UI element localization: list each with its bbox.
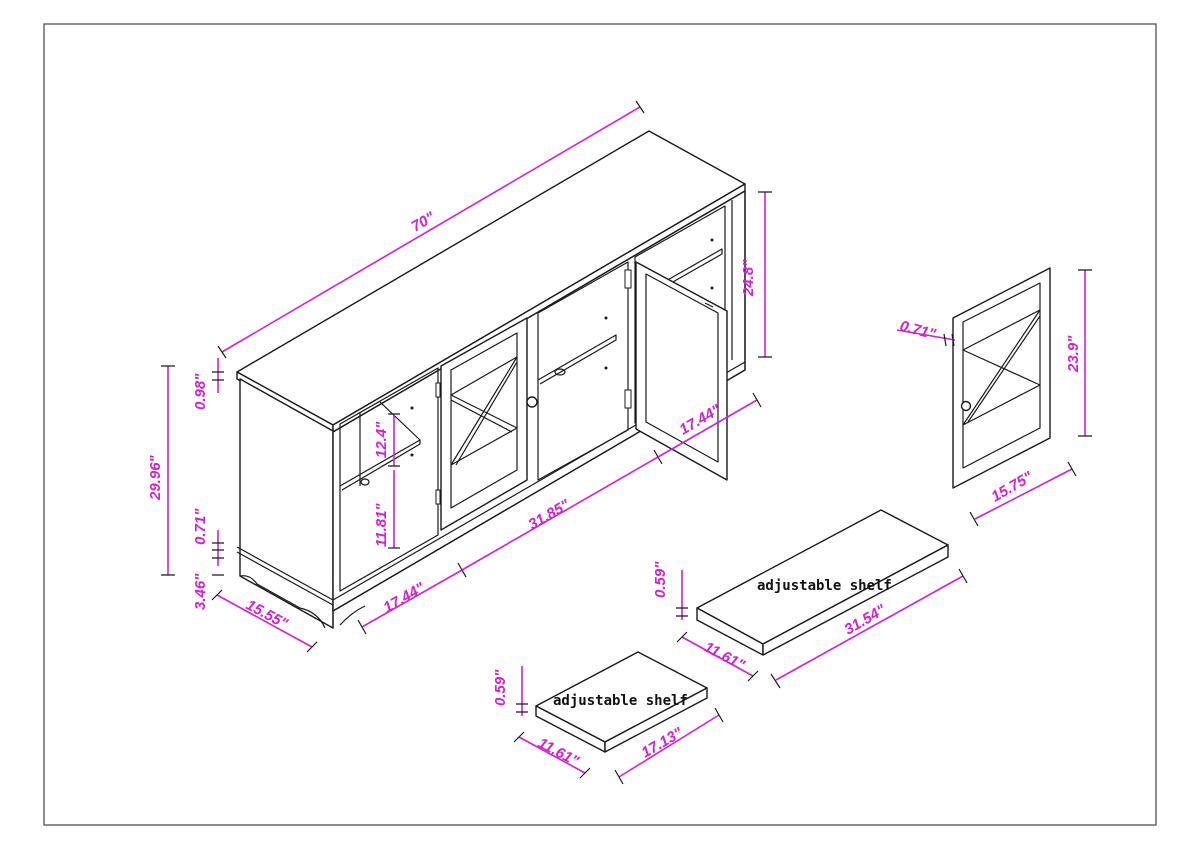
dimension-lines — [161, 100, 1092, 785]
label-upper-opening: 12.4" — [373, 421, 390, 458]
shelf-small-drawing — [535, 651, 708, 753]
label-base-height: 3.46" — [192, 573, 209, 610]
shelf-large-label: adjustable shelf — [757, 578, 892, 594]
label-depth: 15.55" — [243, 597, 291, 633]
label-small-shelf-thickness: 0.59" — [492, 669, 509, 706]
door-drawing — [952, 267, 1051, 489]
label-overall-height: 29.96" — [147, 454, 164, 501]
label-left-width: 17.44" — [381, 579, 429, 616]
label-small-shelf-depth: 11.61" — [535, 735, 582, 771]
label-overall-width: 70" — [409, 208, 439, 235]
label-center-width: 31.85" — [526, 496, 574, 533]
label-interior-height: 24.8" — [740, 259, 757, 297]
diagram-border — [43, 23, 1157, 826]
shelf-large-drawing — [696, 509, 949, 656]
label-large-shelf-thickness: 0.59" — [652, 561, 669, 598]
label-lower-opening: 11.81" — [373, 503, 390, 547]
label-door-frame: 0.71" — [898, 317, 938, 343]
shelf-small-label: adjustable shelf — [553, 693, 688, 709]
label-top-thickness: 0.98" — [192, 373, 209, 410]
cabinet-drawing — [236, 130, 746, 629]
label-base-trim: 0.71" — [192, 508, 209, 545]
label-door-height: 23.9" — [1065, 335, 1082, 373]
